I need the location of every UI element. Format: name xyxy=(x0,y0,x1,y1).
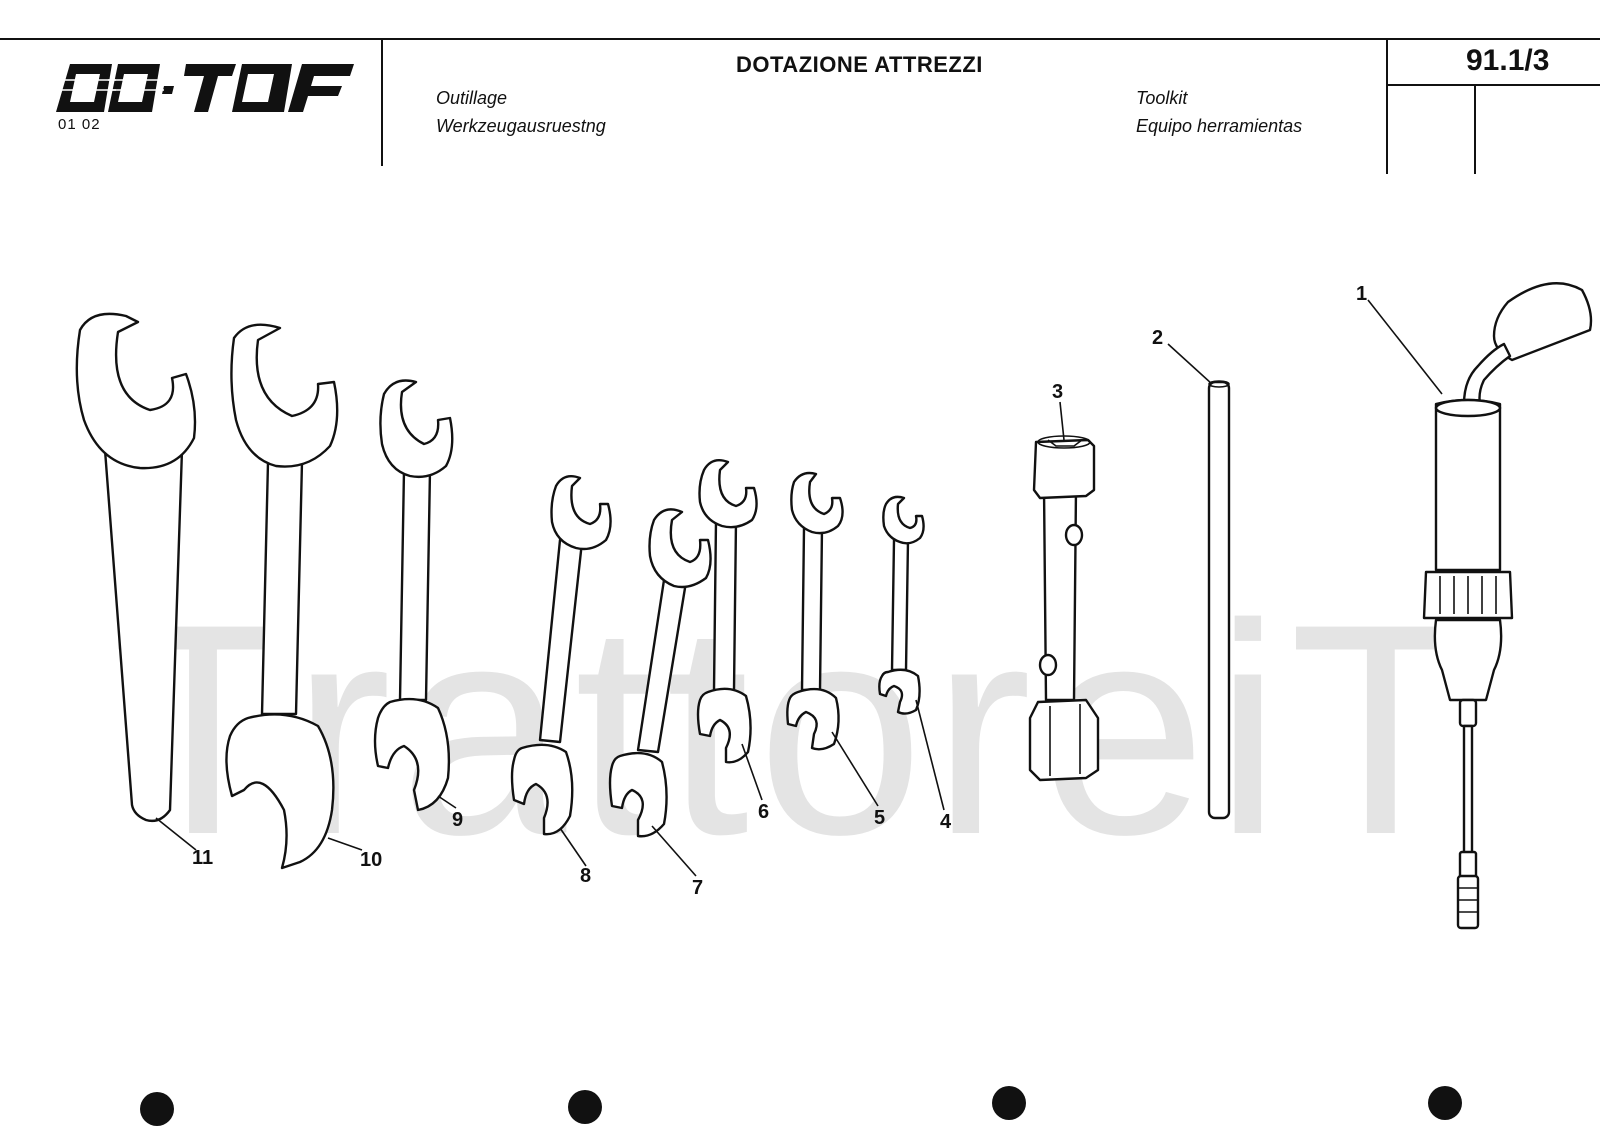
header-divider-right xyxy=(1386,38,1388,174)
box-spanner-3-icon xyxy=(1028,435,1100,782)
title-spanish: Equipo herramientas xyxy=(1136,116,1303,136)
page-number-box-divider xyxy=(1474,84,1476,174)
title-english: Toolkit xyxy=(1136,88,1188,108)
title-german: Werkzeugausruestng xyxy=(436,116,606,136)
callout-6: 6 xyxy=(758,801,769,823)
callout-9: 9 xyxy=(452,809,463,831)
punch-hole xyxy=(568,1090,602,1124)
spanner-4-icon xyxy=(878,495,925,715)
spanner-11-icon xyxy=(75,312,197,823)
callout-4: 4 xyxy=(940,811,952,833)
callout-1: 1 xyxy=(1356,283,1367,305)
watermark: TrattoreiT xyxy=(111,584,1481,874)
spanner-6-icon xyxy=(696,459,758,764)
punch-hole xyxy=(140,1092,174,1126)
grease-gun-1-icon xyxy=(1422,282,1593,930)
spanner-8-icon xyxy=(510,475,612,836)
callout-2: 2 xyxy=(1152,327,1163,349)
page-number: 91.1/3 xyxy=(1466,44,1550,77)
spanner-9-icon xyxy=(373,379,454,812)
callout-5: 5 xyxy=(874,807,885,829)
callout-7: 7 xyxy=(692,877,703,899)
page-title: DOTAZIONE ATTREZZI xyxy=(736,52,983,77)
header-top-rule xyxy=(0,38,1600,40)
title-french: Outillage xyxy=(436,88,508,108)
punch-hole xyxy=(1428,1086,1462,1120)
callout-leaders xyxy=(155,299,1443,877)
callout-3: 3 xyxy=(1052,381,1063,403)
80-70f-model-logo xyxy=(56,64,354,112)
model-code: 01 02 xyxy=(58,116,101,133)
spanner-10-icon xyxy=(225,323,339,870)
header-divider-left xyxy=(381,38,383,166)
callout-8: 8 xyxy=(580,865,591,887)
callout-11: 11 xyxy=(192,847,213,869)
spanner-5-icon xyxy=(786,471,844,751)
punch-hole xyxy=(992,1086,1026,1120)
page-number-box-rule xyxy=(1386,84,1600,86)
spanner-7-icon xyxy=(608,508,712,838)
tommy-bar-2-icon xyxy=(1207,380,1231,820)
callout-10: 10 xyxy=(360,849,382,871)
